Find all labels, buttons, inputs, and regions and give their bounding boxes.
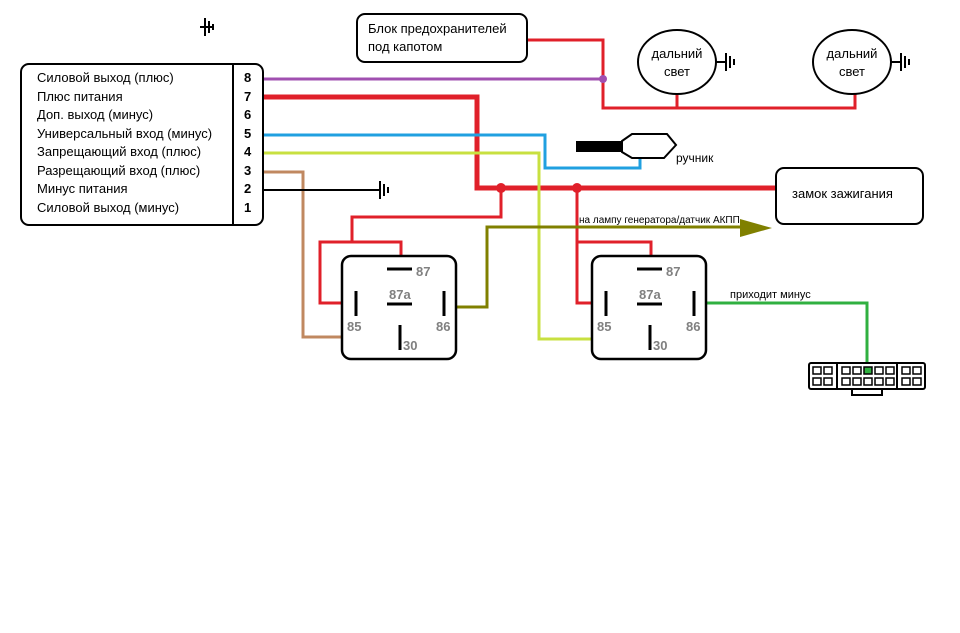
relay-1-pin-87: 87 <box>416 264 430 279</box>
fuse-box: Блок предохранителей под капотом <box>356 13 528 63</box>
module-box <box>20 63 264 226</box>
module-pin-number: 4 <box>244 144 252 159</box>
handbrake-plug-icon <box>576 141 622 152</box>
wire-fuse-headlights <box>527 38 857 110</box>
module-pin-number: 6 <box>244 107 251 122</box>
relay-2-body <box>590 254 708 361</box>
relay-2-pin-85: 85 <box>597 319 611 334</box>
junction-violet <box>599 75 607 83</box>
fuse-box-label-line1: Блок предохранителей <box>368 21 507 36</box>
relay-1-body <box>340 254 458 361</box>
generator-label: на лампу генератора/датчик АКПП <box>579 215 740 226</box>
wire-olive-generator <box>444 225 745 309</box>
wire-pin5-blue <box>262 133 642 170</box>
headlight-2-lamp <box>812 29 892 95</box>
ground-headlight2-icon <box>891 53 910 71</box>
headlight-1-label-line2: свет <box>664 64 690 79</box>
handbrake-label: ручник <box>676 151 714 165</box>
module-pin-number: 5 <box>244 126 251 141</box>
junction-relay2 <box>572 183 582 193</box>
module-pin-number: 1 <box>244 200 251 215</box>
relay-1-pin-87a: 87a <box>389 287 411 302</box>
ground-headlight1-icon <box>716 53 735 71</box>
relay-1: 87 87a 85 86 30 <box>340 254 458 361</box>
headlight-2-label-line1: дальний <box>827 46 878 61</box>
module-pin-number: 3 <box>244 163 251 178</box>
junction-relay1 <box>496 183 506 193</box>
module-pin-number: 8 <box>244 70 251 85</box>
module-row-label: Доп. выход (минус) <box>37 107 153 122</box>
ground-pin2-icon <box>379 181 389 199</box>
module-row-label: Силовой выход (плюс) <box>37 70 174 85</box>
relay-2: 87 87a 85 86 30 <box>590 254 708 361</box>
wire-green-connector <box>695 301 869 368</box>
relay-1-pin-30: 30 <box>403 338 417 353</box>
relay-2-pin-87: 87 <box>666 264 680 279</box>
headlight-1-label-line1: дальний <box>652 46 703 61</box>
module-row-label: Минус питания <box>37 181 128 196</box>
module-row-label: Разрещающий вход (плюс) <box>37 163 200 178</box>
handbrake-switch: ручник <box>576 133 714 165</box>
module-row-label: Плюс питания <box>37 89 123 104</box>
module-row-label: Силовой выход (минус) <box>37 200 179 215</box>
relay-2-pin-30: 30 <box>653 338 667 353</box>
minus-arrives-label: приходит минус <box>730 289 811 301</box>
module-row-label: Запрещающий вход (плюс) <box>37 144 201 159</box>
handbrake-switch-icon <box>621 133 678 159</box>
ground-top-icon <box>200 18 214 36</box>
fuse-box-frame <box>356 13 528 63</box>
connector-block-icon <box>808 362 926 396</box>
module-pin-number: 2 <box>244 181 251 196</box>
relay-2-pin-86: 86 <box>686 319 700 334</box>
ignition-box <box>775 167 924 225</box>
headlight-2: дальний свет <box>812 29 910 95</box>
relay-2-pin-87a: 87a <box>639 287 661 302</box>
module-pin-number: 7 <box>244 89 251 104</box>
ignition-lock: замок зажигания <box>775 167 924 225</box>
ignition-label: замок зажигания <box>792 186 893 201</box>
module-row-label: Универсальный вход (минус) <box>37 126 212 141</box>
headlight-2-label-line2: свет <box>839 64 865 79</box>
relay-1-pin-86: 86 <box>436 319 450 334</box>
fuse-box-label-line2: под капотом <box>368 39 442 54</box>
wire-pin7-power <box>262 94 776 191</box>
alarm-module: Силовой выход (плюс) Плюс питания Доп. в… <box>20 63 264 226</box>
headlight-1: дальний свет <box>637 29 735 95</box>
arrow-generator-icon <box>740 219 772 237</box>
headlight-1-lamp <box>637 29 717 95</box>
relay-1-pin-85: 85 <box>347 319 361 334</box>
